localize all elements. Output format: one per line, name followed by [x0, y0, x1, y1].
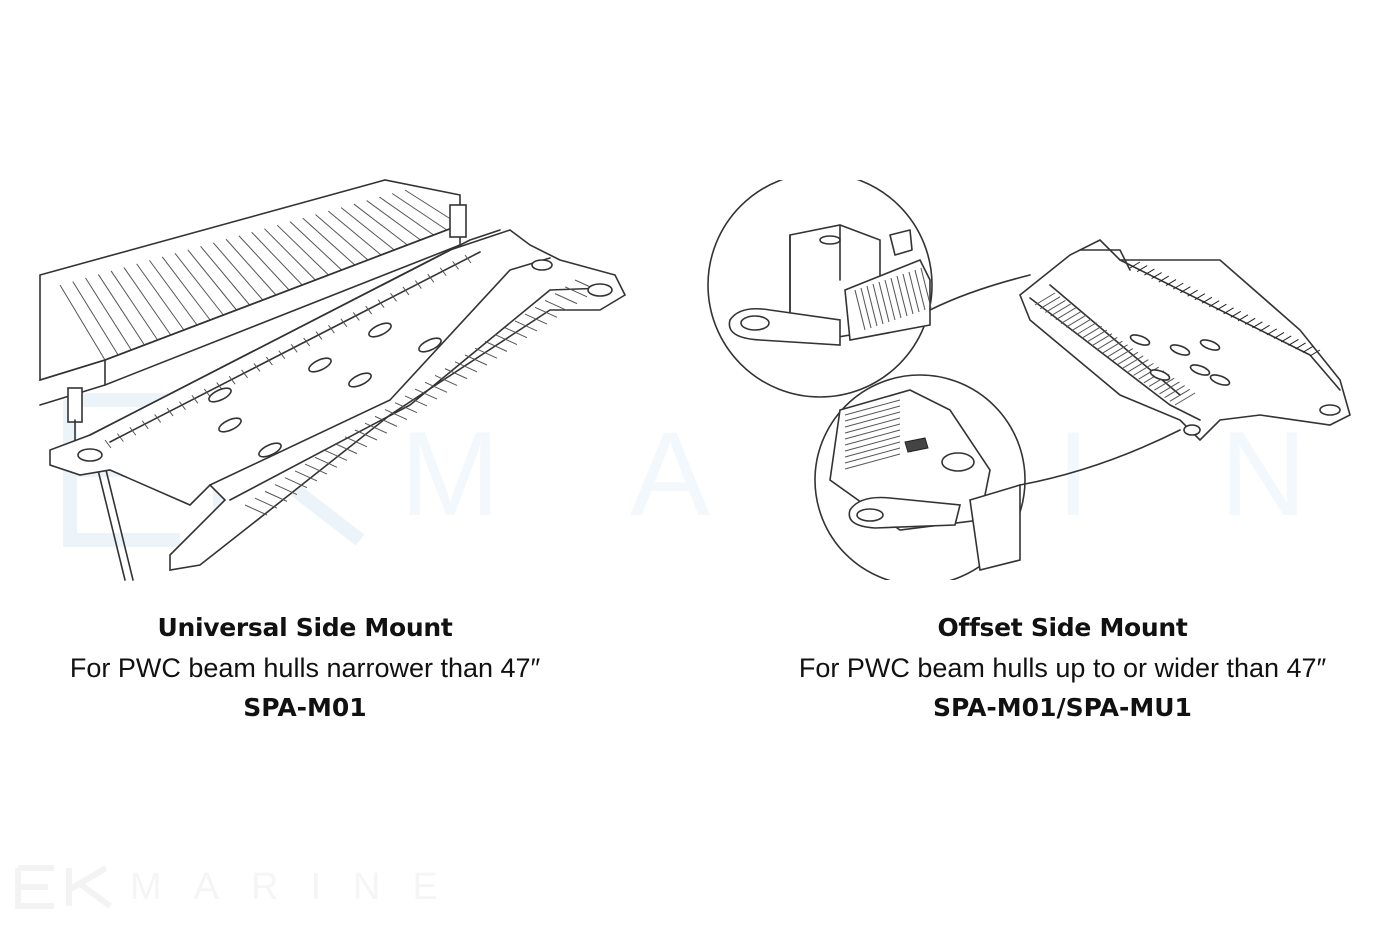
product-title: Universal Side Mount	[157, 613, 453, 642]
dock-deck	[39, 179, 467, 581]
universal-side-mount-caption: Universal Side Mount For PWC beam hulls …	[10, 612, 600, 724]
offset-mount-frame	[1019, 239, 1351, 442]
marine-watermark-small: MARINE	[130, 866, 470, 908]
detail-circle-top	[707, 180, 933, 398]
offset-side-mount-illustration	[707, 180, 1351, 580]
detail-circle-bottom	[814, 374, 1026, 580]
product-description: For PWC beam hulls narrower than 47″	[69, 652, 541, 683]
universal-side-mount-illustration	[39, 179, 627, 581]
product-description: For PWC beam hulls up to or wider than 4…	[798, 652, 1327, 683]
product-sku: SPA-M01/SPA-MU1	[933, 692, 1192, 722]
product-title: Offset Side Mount	[937, 613, 1188, 642]
side-mount-frame	[49, 229, 627, 571]
ek-logo-watermark-small	[15, 865, 112, 909]
offset-side-mount-caption: Offset Side Mount For PWC beam hulls up …	[745, 612, 1380, 724]
product-sku: SPA-M01	[243, 692, 367, 722]
